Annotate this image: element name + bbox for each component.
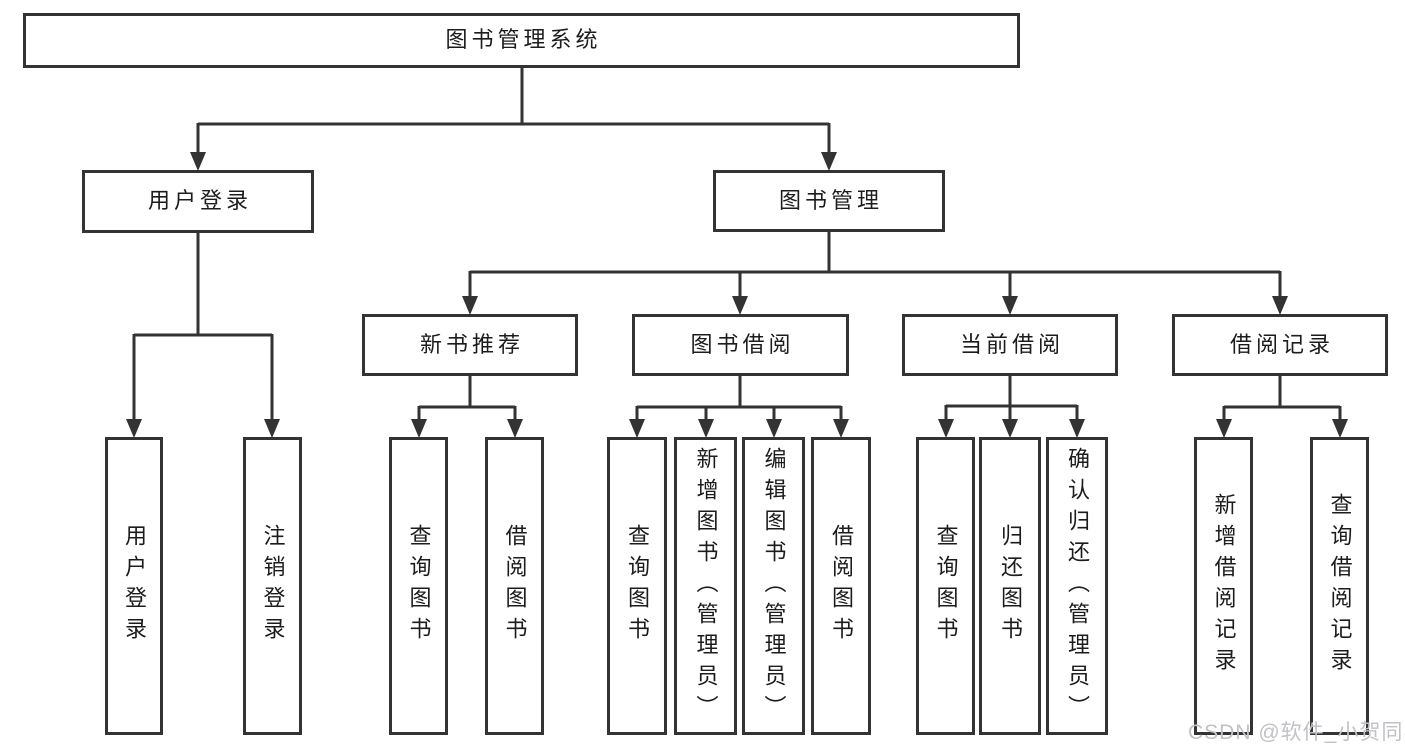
node-leaf-cb-return-books: 归还图书 — [979, 437, 1041, 735]
watermark: CSDN @软件_小贺同学 — [1188, 721, 1405, 744]
edge-path-user-login — [132, 233, 274, 419]
node-leaf-bb-query-books-label: 查询图书 — [625, 524, 650, 648]
node-book-management-label: 图书管理 — [778, 187, 883, 213]
node-leaf-br-query-record: 查询借阅记录 — [1310, 437, 1369, 735]
node-leaf-user-login-label: 用户登录 — [122, 524, 147, 648]
node-book-borrowing: 图书借阅 — [632, 314, 849, 376]
edge-path-book-borrowing — [635, 376, 843, 419]
node-leaf-logout-label: 注销登录 — [260, 524, 286, 648]
node-current-borrowing-label: 当前借阅 — [959, 331, 1064, 357]
node-user-login-label: 用户登录 — [147, 188, 252, 214]
node-leaf-nbr-query-books: 查询图书 — [389, 437, 448, 735]
node-leaf-br-add-record: 新增借阅记录 — [1194, 437, 1253, 735]
edge-path-root — [196, 68, 831, 152]
node-library-management-system: 图书管理系统 — [23, 13, 1020, 68]
node-leaf-br-add-record-label: 新增借阅记录 — [1211, 493, 1237, 679]
node-current-borrowing: 当前借阅 — [902, 314, 1118, 376]
node-leaf-br-query-record-label: 查询借阅记录 — [1327, 493, 1353, 679]
edge-path-borrowing-records — [1222, 376, 1342, 419]
node-user-login: 用户登录 — [82, 170, 314, 233]
node-library-management-system-label: 图书管理系统 — [445, 27, 602, 53]
node-borrowing-records-label: 借阅记录 — [1229, 331, 1334, 357]
node-new-book-recommendation-label: 新书推荐 — [419, 331, 524, 357]
edge-path-book-management — [468, 232, 1282, 296]
node-new-book-recommendation: 新书推荐 — [362, 314, 578, 376]
node-leaf-cb-return-books-label: 归还图书 — [998, 524, 1023, 648]
node-leaf-bb-edit-books-admin: 编辑图书（管理员） — [742, 437, 805, 735]
node-leaf-bb-borrow-books-label: 借阅图书 — [829, 524, 854, 648]
node-leaf-bb-edit-books-admin-label: 编辑图书（管理员） — [761, 446, 787, 726]
node-leaf-cb-query-books-label: 查询图书 — [933, 524, 959, 648]
node-leaf-user-login: 用户登录 — [105, 437, 163, 735]
edge-path-new-book-recommendation — [417, 376, 517, 419]
node-borrowing-records: 借阅记录 — [1172, 314, 1388, 376]
node-leaf-logout: 注销登录 — [243, 437, 302, 735]
node-leaf-cb-query-books: 查询图书 — [916, 437, 975, 735]
node-leaf-nbr-query-books-label: 查询图书 — [406, 524, 432, 648]
node-leaf-bb-add-books-admin: 新增图书（管理员） — [674, 437, 737, 735]
node-book-management: 图书管理 — [713, 170, 945, 232]
node-leaf-bb-add-books-admin-label: 新增图书（管理员） — [693, 446, 719, 726]
node-leaf-bb-query-books: 查询图书 — [607, 437, 667, 735]
node-leaf-cb-confirm-return-admin-label: 确认归还（管理员） — [1065, 446, 1090, 726]
edge-path-current-borrowing — [944, 376, 1079, 419]
node-leaf-nbr-borrow-books-label: 借阅图书 — [502, 524, 528, 648]
node-book-borrowing-label: 图书借阅 — [690, 331, 795, 357]
node-leaf-bb-borrow-books: 借阅图书 — [811, 437, 871, 735]
node-leaf-nbr-borrow-books: 借阅图书 — [485, 437, 544, 735]
node-leaf-cb-confirm-return-admin: 确认归还（管理员） — [1046, 437, 1108, 735]
